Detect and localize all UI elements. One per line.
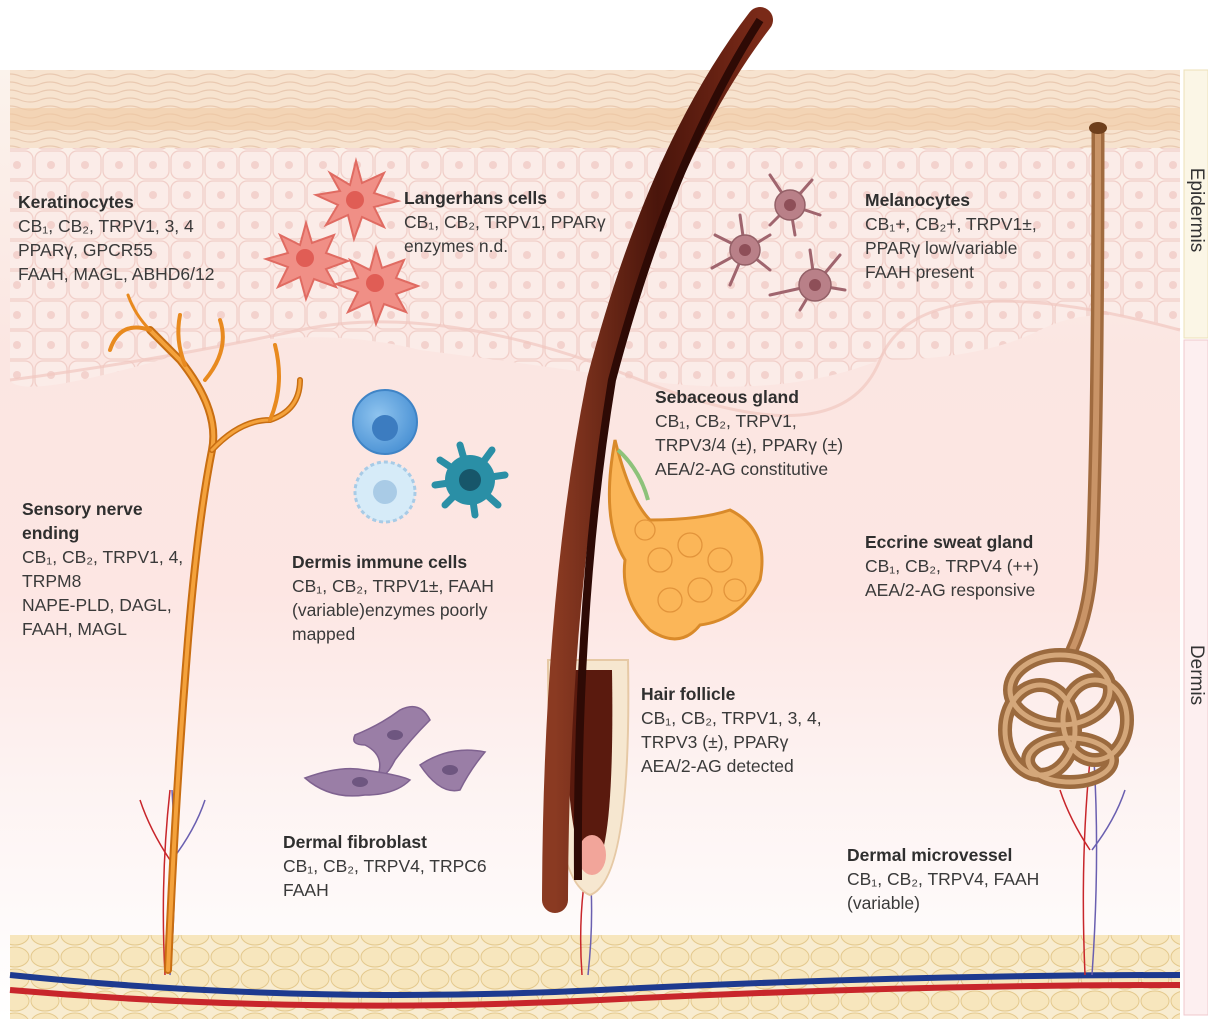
epidermis-text: Epidermis bbox=[1185, 168, 1207, 252]
sensory-nerve-title-2: ending bbox=[22, 521, 183, 545]
langerhans-title: Langerhans cells bbox=[404, 186, 606, 210]
melanocytes-label: Melanocytes CB₁+, CB₂+, TRPV1±, PPARγ lo… bbox=[865, 188, 1037, 284]
sensory-nerve-line-2: TRPM8 bbox=[22, 569, 183, 593]
microvessel-title: Dermal microvessel bbox=[847, 843, 1039, 867]
sebaceous-line-2: TRPV3/4 (±), PPARγ (±) bbox=[655, 433, 843, 457]
keratinocytes-line-3: FAAH, MAGL, ABHD6/12 bbox=[18, 262, 214, 286]
sensory-nerve-label: Sensory nerve ending CB₁, CB₂, TRPV1, 4,… bbox=[22, 497, 183, 641]
melanocytes-title: Melanocytes bbox=[865, 188, 1037, 212]
fibroblast-label: Dermal fibroblast CB₁, CB₂, TRPV4, TRPC6… bbox=[283, 830, 487, 902]
immune-label: Dermis immune cells CB₁, CB₂, TRPV1±, FA… bbox=[292, 550, 494, 646]
hair-follicle-label: Hair follicle CB₁, CB₂, TRPV1, 3, 4, TRP… bbox=[641, 682, 822, 778]
keratinocytes-label: Keratinocytes CB₁, CB₂, TRPV1, 3, 4 PPAR… bbox=[18, 190, 214, 286]
sensory-nerve-line-4: FAAH, MAGL bbox=[22, 617, 183, 641]
sebaceous-title: Sebaceous gland bbox=[655, 385, 843, 409]
langerhans-label: Langerhans cells CB₁, CB₂, TRPV1, PPARγ … bbox=[404, 186, 606, 258]
sensory-nerve-title-1: Sensory nerve bbox=[22, 497, 183, 521]
fibroblast-line-1: CB₁, CB₂, TRPV4, TRPC6 bbox=[283, 854, 487, 878]
immune-line-2: (variable)enzymes poorly bbox=[292, 598, 494, 622]
dermis-text: Dermis bbox=[1185, 645, 1207, 705]
dermis-layer-label: Dermis bbox=[1178, 620, 1208, 730]
langerhans-line-2: enzymes n.d. bbox=[404, 234, 606, 258]
immune-line-3: mapped bbox=[292, 622, 494, 646]
sebaceous-line-3: AEA/2-AG constitutive bbox=[655, 457, 843, 481]
hair-follicle-line-1: CB₁, CB₂, TRPV1, 3, 4, bbox=[641, 706, 822, 730]
immune-title: Dermis immune cells bbox=[292, 550, 494, 574]
immune-line-1: CB₁, CB₂, TRPV1±, FAAH bbox=[292, 574, 494, 598]
eccrine-title: Eccrine sweat gland bbox=[865, 530, 1039, 554]
fibroblast-title: Dermal fibroblast bbox=[283, 830, 487, 854]
sebaceous-line-1: CB₁, CB₂, TRPV1, bbox=[655, 409, 843, 433]
epidermis-layer-label: Epidermis bbox=[1178, 150, 1208, 270]
microvessel-line-2: (variable) bbox=[847, 891, 1039, 915]
hair-follicle-line-3: AEA/2-AG detected bbox=[641, 754, 822, 778]
melanocytes-line-2: PPARγ low/variable bbox=[865, 236, 1037, 260]
keratinocytes-line-1: CB₁, CB₂, TRPV1, 3, 4 bbox=[18, 214, 214, 238]
hair-follicle-title: Hair follicle bbox=[641, 682, 822, 706]
hair-follicle-line-2: TRPV3 (±), PPARγ bbox=[641, 730, 822, 754]
melanocytes-line-3: FAAH present bbox=[865, 260, 1037, 284]
sensory-nerve-line-3: NAPE-PLD, DAGL, bbox=[22, 593, 183, 617]
microvessel-line-1: CB₁, CB₂, TRPV4, FAAH bbox=[847, 867, 1039, 891]
eccrine-line-1: CB₁, CB₂, TRPV4 (++) bbox=[865, 554, 1039, 578]
fibroblast-line-2: FAAH bbox=[283, 878, 487, 902]
sebaceous-label: Sebaceous gland CB₁, CB₂, TRPV1, TRPV3/4… bbox=[655, 385, 843, 481]
eccrine-label: Eccrine sweat gland CB₁, CB₂, TRPV4 (++)… bbox=[865, 530, 1039, 602]
melanocytes-line-1: CB₁+, CB₂+, TRPV1±, bbox=[865, 212, 1037, 236]
keratinocytes-title: Keratinocytes bbox=[18, 190, 214, 214]
langerhans-line-1: CB₁, CB₂, TRPV1, PPARγ bbox=[404, 210, 606, 234]
keratinocytes-line-2: PPARγ, GPCR55 bbox=[18, 238, 214, 262]
sensory-nerve-line-1: CB₁, CB₂, TRPV1, 4, bbox=[22, 545, 183, 569]
eccrine-line-2: AEA/2-AG responsive bbox=[865, 578, 1039, 602]
microvessel-label: Dermal microvessel CB₁, CB₂, TRPV4, FAAH… bbox=[847, 843, 1039, 915]
